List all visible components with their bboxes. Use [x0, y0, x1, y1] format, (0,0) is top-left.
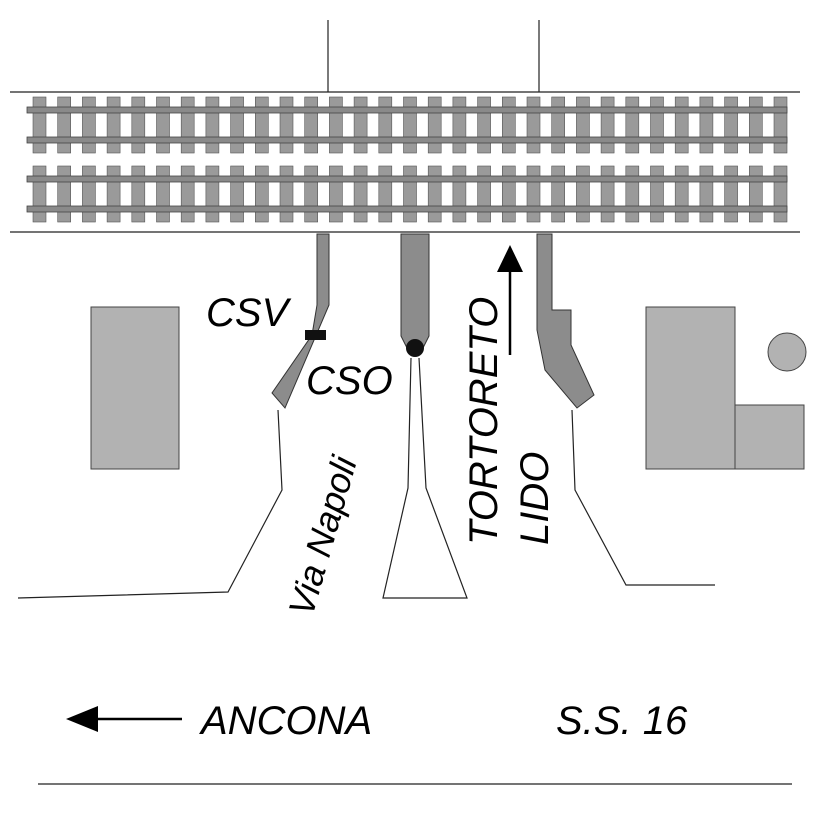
rail-sleeper — [279, 96, 294, 154]
building-right-annex — [734, 404, 805, 470]
railway-track-upper — [26, 96, 788, 154]
barrier-island-left — [271, 233, 330, 409]
rail-sleeper — [378, 96, 393, 154]
ss16-label: S.S. 16 — [556, 699, 688, 743]
rail-sleeper — [724, 165, 738, 223]
rail-sleeper — [32, 165, 47, 223]
rail-sleeper — [650, 96, 664, 154]
csv-signal-marker — [305, 330, 326, 340]
rail-sleeper — [180, 96, 195, 154]
frame-lines — [10, 20, 800, 233]
rail-sleeper — [625, 96, 640, 154]
rail-sleeper — [674, 165, 689, 223]
rail-sleeper — [378, 165, 393, 223]
rail — [26, 106, 788, 114]
rail-sleeper — [106, 165, 121, 223]
rail-sleeper — [576, 96, 590, 154]
road-outlines — [17, 357, 792, 785]
rail-sleeper — [748, 165, 763, 223]
building-left — [90, 306, 180, 470]
rail-sleeper — [452, 96, 467, 154]
rail-sleeper — [57, 96, 72, 154]
rail-sleeper — [773, 96, 788, 154]
rail-sleeper — [501, 96, 516, 154]
rail-sleeper — [699, 165, 714, 223]
rail-sleeper — [551, 165, 566, 223]
rail-sleeper — [255, 165, 269, 223]
rail-sleeper — [106, 96, 121, 154]
rail-sleeper — [156, 96, 170, 154]
rail-sleeper — [526, 165, 541, 223]
rail-sleeper — [674, 96, 689, 154]
rail-sleeper — [57, 165, 72, 223]
ancona-label: ANCONA — [199, 699, 372, 743]
rail-sleeper — [180, 165, 195, 223]
rail-sleeper — [724, 96, 738, 154]
rail-sleeper — [156, 165, 170, 223]
rail-sleeper — [748, 96, 763, 154]
rail-sleeper — [699, 96, 714, 154]
via-napoli-label: Via Napoli — [280, 451, 365, 620]
rail-sleeper — [625, 165, 640, 223]
rail-sleeper — [477, 165, 491, 223]
cso-signal-marker — [406, 339, 424, 357]
rail-sleeper — [304, 165, 319, 223]
rail-sleeper — [551, 96, 566, 154]
rail-sleeper — [403, 96, 417, 154]
arrow-left-icon — [66, 706, 182, 732]
rail-sleeper — [279, 165, 294, 223]
rail-sleeper — [32, 96, 47, 154]
rail-sleeper — [230, 96, 244, 154]
rail-sleeper — [773, 165, 788, 223]
rail-sleeper — [526, 96, 541, 154]
rail-sleeper — [131, 96, 146, 154]
lido-label: LIDO — [513, 452, 557, 545]
roundabout-circle — [767, 332, 807, 372]
arrow-up-icon — [497, 245, 523, 355]
rail-sleeper — [427, 165, 442, 223]
rail-sleeper — [452, 165, 467, 223]
rail-sleeper — [205, 165, 220, 223]
rail-sleeper — [600, 165, 615, 223]
rail — [26, 205, 788, 213]
csv-label: CSV — [206, 291, 292, 335]
railway-track-lower — [26, 165, 788, 223]
rail-sleeper — [205, 96, 220, 154]
rail-sleeper — [403, 165, 417, 223]
building-right — [645, 306, 736, 470]
rail-sleeper — [353, 96, 368, 154]
rail-sleeper — [82, 165, 96, 223]
tortoreto-label: TORTORETO — [462, 297, 506, 545]
barrier-island-right — [536, 233, 595, 409]
rail-sleeper — [650, 165, 664, 223]
rail-sleeper — [329, 165, 343, 223]
rail-sleeper — [131, 165, 146, 223]
rail-sleeper — [501, 165, 516, 223]
rail-sleeper — [576, 165, 590, 223]
rail-sleeper — [477, 96, 491, 154]
rail-sleeper — [304, 96, 319, 154]
rail-sleeper — [255, 96, 269, 154]
rail-sleeper — [82, 96, 96, 154]
rail-sleeper — [230, 165, 244, 223]
rail-sleeper — [329, 96, 343, 154]
rail-sleeper — [353, 165, 368, 223]
rail-sleeper — [600, 96, 615, 154]
barrier-island-center — [400, 233, 430, 353]
cso-label: CSO — [306, 359, 393, 403]
rail — [26, 175, 788, 183]
rail-sleeper — [427, 96, 442, 154]
rail — [26, 136, 788, 144]
